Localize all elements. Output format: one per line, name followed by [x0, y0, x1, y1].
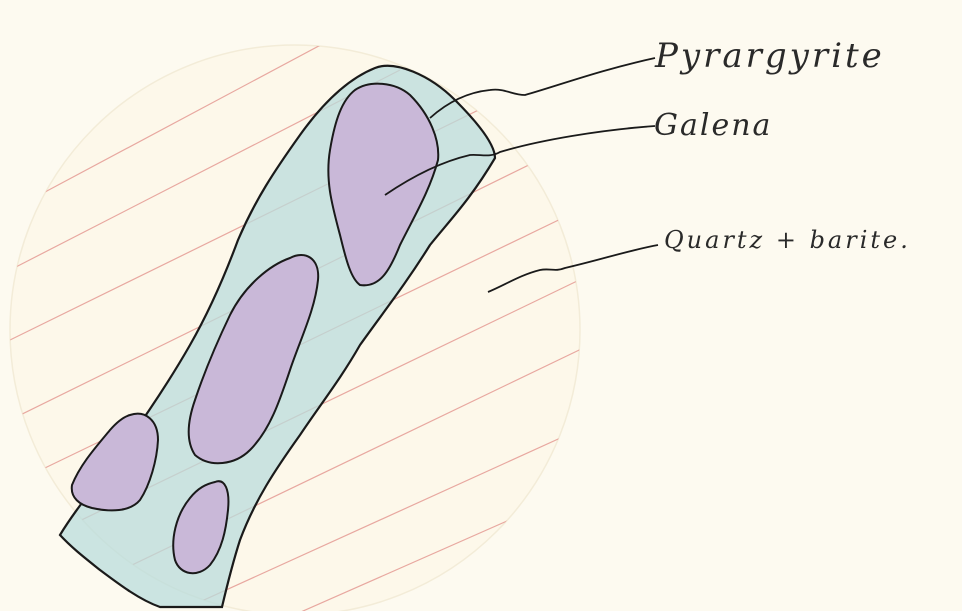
galena-label: Galena — [654, 108, 772, 143]
quartz-barite-label: Quartz + barite. — [664, 226, 911, 254]
pyrargyrite-label: Pyrargyrite — [655, 36, 885, 76]
